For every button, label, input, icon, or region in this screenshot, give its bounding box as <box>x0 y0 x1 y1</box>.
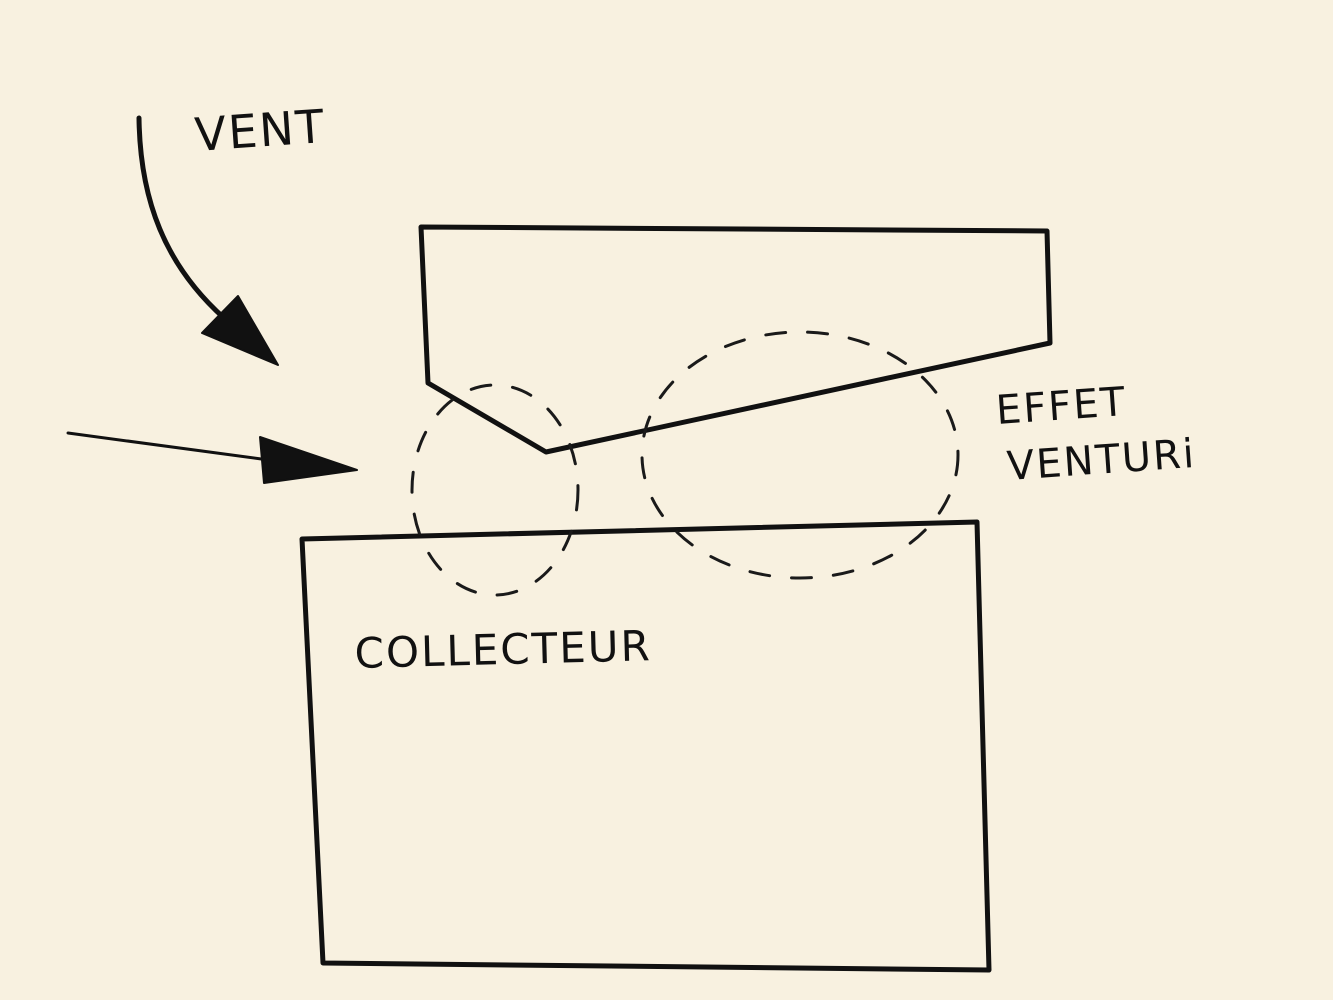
venturi-label-line2: VENTURi <box>1005 431 1197 490</box>
venturi-zone-left <box>410 383 580 597</box>
wind-arrow-curved-head <box>201 295 279 366</box>
venturi-label-line1: EFFET <box>994 379 1128 434</box>
deflector-shape <box>418 224 1053 455</box>
wind-arrow-straight <box>66 431 278 463</box>
wind-arrow-curved <box>136 115 227 321</box>
wind-label: VENT <box>193 99 327 162</box>
wind-arrow-straight-head <box>259 436 358 484</box>
collector-box <box>299 519 992 973</box>
venturi-zone-right <box>640 330 960 580</box>
collector-label: COLLECTEUR <box>354 621 652 678</box>
